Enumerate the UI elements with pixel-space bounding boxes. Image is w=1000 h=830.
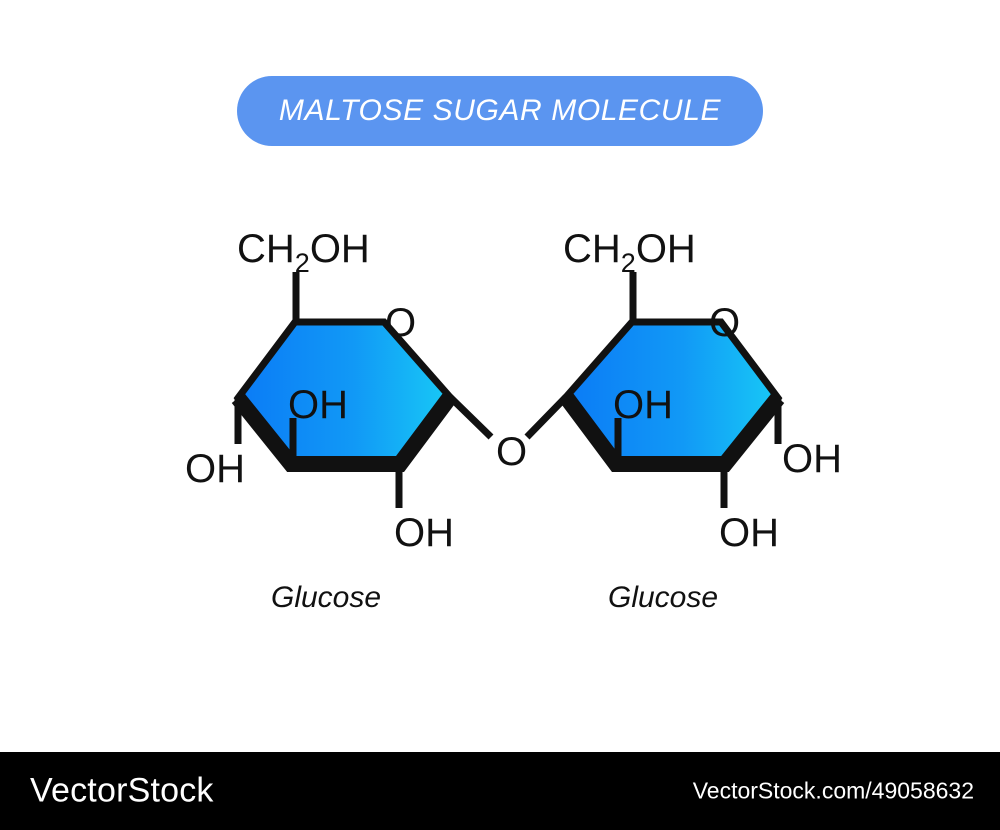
glucose-unit-right: CH2OH O OH OH OH Glucose	[524, 227, 842, 614]
haworth-front-edge-right	[559, 392, 785, 472]
label-oh-c4-left: OH	[185, 447, 245, 491]
vectorstock-logo: VectorStock	[30, 771, 214, 810]
maltose-molecule-diagram: CH2OH O OH OH OH Glucose O	[185, 227, 842, 614]
title-banner: MALTOSE SUGAR MOLECULE	[237, 76, 763, 146]
label-oh-c3-right: OH	[719, 511, 779, 555]
page-title: MALTOSE SUGAR MOLECULE	[278, 94, 722, 127]
label-ch2oh-left: CH2OH	[237, 227, 370, 278]
label-oh-c3-left: OH	[394, 511, 454, 555]
glucose-unit-left: CH2OH O OH OH OH Glucose	[185, 227, 494, 614]
subunit-name-right: Glucose	[608, 581, 718, 614]
label-oh-c2-right: OH	[613, 383, 673, 427]
label-ring-oxygen-left: O	[385, 301, 416, 345]
bond-glycosidic-right	[524, 394, 569, 440]
label-oh-c4-right: OH	[782, 437, 842, 481]
bond-glycosidic-left	[447, 394, 494, 440]
label-ring-oxygen-right: O	[709, 301, 740, 345]
haworth-front-edge-left	[231, 392, 457, 472]
vectorstock-url: VectorStock.com/49058632	[692, 777, 974, 804]
label-glycosidic-oxygen: O	[496, 430, 527, 474]
label-ch2oh-right: CH2OH	[563, 227, 696, 278]
footer-bar: VectorStock VectorStock.com/49058632	[0, 752, 1000, 830]
subunit-name-left: Glucose	[271, 581, 381, 614]
label-oh-c2-left: OH	[288, 383, 348, 427]
